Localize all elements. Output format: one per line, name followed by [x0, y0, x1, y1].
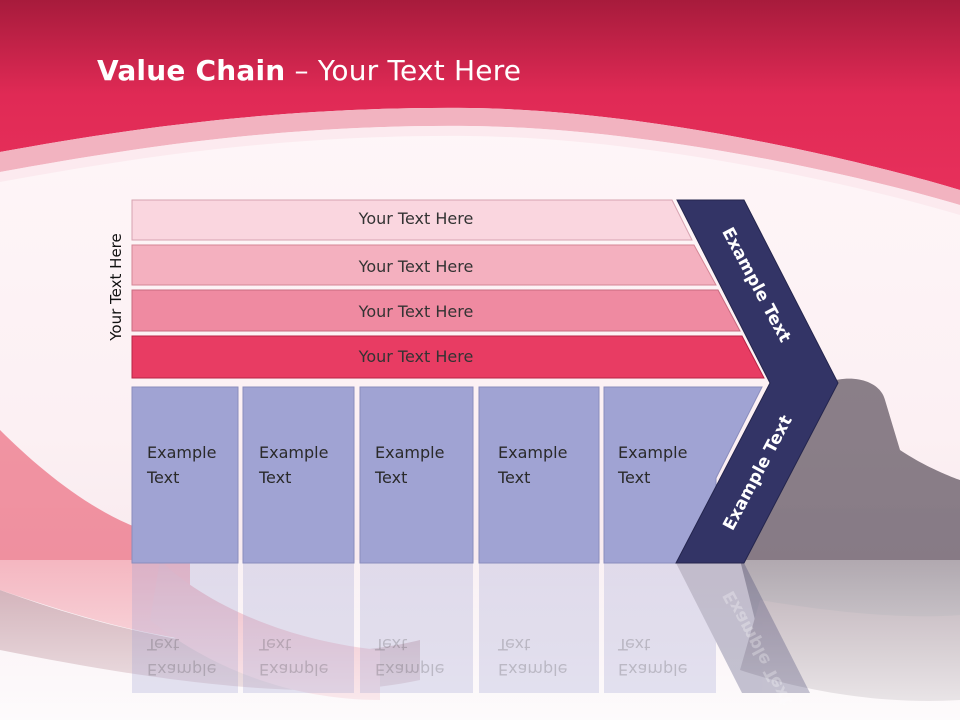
column-box-4: [478, 386, 600, 564]
row-label-2: Your Text Here: [358, 257, 474, 276]
row-bar-4: [131, 335, 765, 379]
row-bar-3: [131, 289, 741, 332]
row-label-1: Your Text Here: [358, 209, 474, 228]
column-label-reflection-1: Example Text: [147, 635, 217, 679]
column-box-2: [242, 386, 355, 564]
column-label-reflection-2: Example Text: [259, 635, 329, 679]
column-label-5: Example Text: [618, 443, 688, 487]
column-box-1: [131, 386, 239, 564]
row-bar-2: [131, 244, 717, 286]
column-box-3: [359, 386, 474, 564]
diagram-reflection: [132, 563, 810, 693]
page-title: Value Chain – Your Text Here: [97, 54, 522, 87]
row-bar-1: [131, 199, 693, 241]
column-label-3: Example Text: [375, 443, 445, 487]
column-label-reflection-4: Example Text: [498, 635, 568, 679]
row-label-3: Your Text Here: [358, 302, 474, 321]
column-label-reflection-5: Example Text: [618, 635, 688, 679]
column-label-2: Example Text: [259, 443, 329, 487]
row-label-4: Your Text Here: [358, 347, 474, 366]
column-label-4: Example Text: [498, 443, 568, 487]
column-label-1: Example Text: [147, 443, 217, 487]
side-axis-label: Your Text Here: [107, 233, 125, 341]
value-chain-chevron: [675, 199, 839, 564]
column-label-reflection-3: Example Text: [375, 635, 445, 679]
